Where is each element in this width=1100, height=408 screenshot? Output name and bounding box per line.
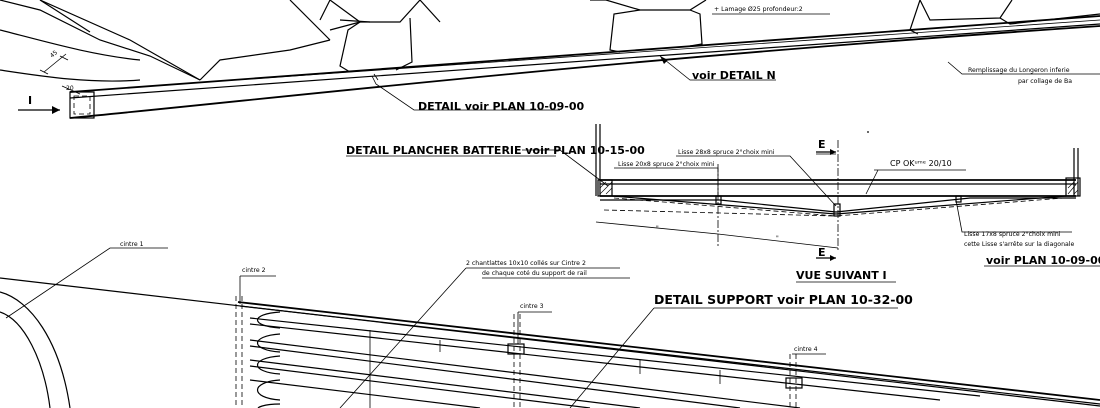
spar-end-block [69,91,95,119]
dim-tick-1 [39,69,49,75]
leader-cp-okume [865,169,879,195]
floor-bottom-v [611,195,1067,215]
spar-end-dashed [73,95,91,115]
web-diagonal-2 [39,0,91,33]
web-cell-1 [199,39,331,81]
web-cell-link-2 [339,19,371,23]
floor-dashed-diag [613,197,1065,217]
stringer-center [833,203,841,217]
label-dim-20: 20 [66,85,74,92]
web-cell-link [329,21,361,31]
label-section-i: I [28,94,32,107]
spar-mid-line [69,23,1100,99]
label-section-e-bottom: E [818,246,826,259]
label-vue-suivant: VUE SUIVANT I [796,269,887,282]
label-dim-tick-1: " [656,225,659,232]
leader-lisse-17x8 [955,199,1072,233]
web-cell-3 [395,17,413,71]
leader-detail-n [659,55,776,81]
longeron-inner-2 [249,323,941,401]
web-diag-3 [319,0,331,21]
web-diagonal-1 [0,0,201,81]
frame-arc-inner [0,311,51,408]
longeron-inner-6 [249,365,591,408]
leader-detail-plan [371,75,560,111]
floor-under [600,197,1076,213]
dim-line-20 [61,85,81,95]
frames-structure [0,247,1100,408]
web-cell-2 [339,21,361,73]
web-cell-5 [689,9,703,47]
section-arrow-head [52,106,60,114]
dim-line-2 [717,233,839,249]
leader-plancher [522,149,609,187]
label-voir-plan-10-09: voir PLAN 10-09-00 [986,254,1100,267]
longeron-top [237,301,1100,401]
label-voir-detail-n: voir DETAIL N [692,69,776,82]
longeron-inner-7 [249,379,481,408]
label-lamage: + Lamage Ø25 profondeur:2 [714,5,803,13]
top-structure [0,0,1100,119]
leader-lisse-20x8 [614,167,719,196]
longeron-inner-4 [249,345,741,408]
left-curve-line [0,69,141,82]
leader-lisse-28x8 [676,155,837,207]
leader-cintre-1 [5,247,168,319]
web-cell-top-2 [605,0,707,11]
label-cp-okume: CP OKᵘᵐᵉ 20/10 [890,159,952,168]
cell-end-1 [257,311,281,329]
cell-end-2 [257,333,281,353]
leader-remplissage [947,61,1100,75]
label-section-e-top: E [818,138,826,151]
label-cintre-1: cintre 1 [120,241,144,248]
label-detail-support: DETAIL SUPPORT voir PLAN 10-32-00 [654,292,913,307]
frame-arc-outer [0,291,71,408]
cell-end-3 [257,355,281,375]
label-lisse-28x8: Lisse 28x8 spruce 2°choix mini [678,148,775,156]
label-dim-45: 45 [49,49,59,59]
label-detail-plancher: DETAIL PLANCHER BATTERIE voir PLAN 10-15… [346,144,645,157]
longeron-inner-3 [249,339,801,408]
stringer-small-2 [955,195,962,203]
label-lisse-20x8: Lisse 20x8 spruce 2°choix mini [618,160,715,168]
longeron-inner-5 [249,359,641,408]
fuselage-line-outer [0,277,1100,407]
longeron-inner-1 [249,317,981,397]
label-chantlattes-2: de chaque coté du support de rail [482,269,587,277]
spar-inner-line [205,19,1100,83]
label-cintre-2: cintre 2 [242,267,266,274]
stringer-small-1 [715,195,722,205]
web-diag-5 [39,0,201,81]
left-upper-curve [0,29,141,61]
label-detail-plan-10-09: DETAIL voir PLAN 10-09-00 [418,100,585,113]
web-diag-4 [289,0,331,41]
cintre-4-block [785,377,803,389]
cell-end-4 [257,379,281,401]
leader-chantlattes [339,267,467,408]
dim-line-1 [595,221,719,235]
label-chantlattes-1: 2 chantlattes 10x10 collés sur Cintre 2 [466,259,586,267]
label-remplissage-2: par collage de Ba [1018,78,1072,85]
label-cintre-3: cintre 3 [520,303,544,310]
floor-dashed-left [603,209,837,217]
cell-end-5 [257,403,281,408]
label-dim-tick-2: " [776,235,779,242]
label-lisse-arrete: cette Lisse s'arrête sur la diagonale [964,240,1075,248]
leader-tick [373,73,379,81]
stray-dot [867,131,869,133]
longeron-top-2 [239,305,1100,405]
web-diag-6 [419,0,441,23]
label-remplissage-1: Remplissage du Longeron inferie [968,67,1070,74]
cintre-3-block [507,343,525,355]
label-lisse-17x8: Lisse 17x8 spruce 2°choix mini [964,230,1061,238]
battery-floor-detail [346,124,1100,283]
dim-tick-2 [59,55,69,61]
leader-detail-support [569,307,655,408]
web-cell-top-1 [329,0,421,23]
web-cell-top-3 [919,0,1013,21]
web-cell-4 [609,9,641,53]
spar-bottom-line [69,25,1100,119]
label-cintre-4: cintre 4 [794,346,818,353]
